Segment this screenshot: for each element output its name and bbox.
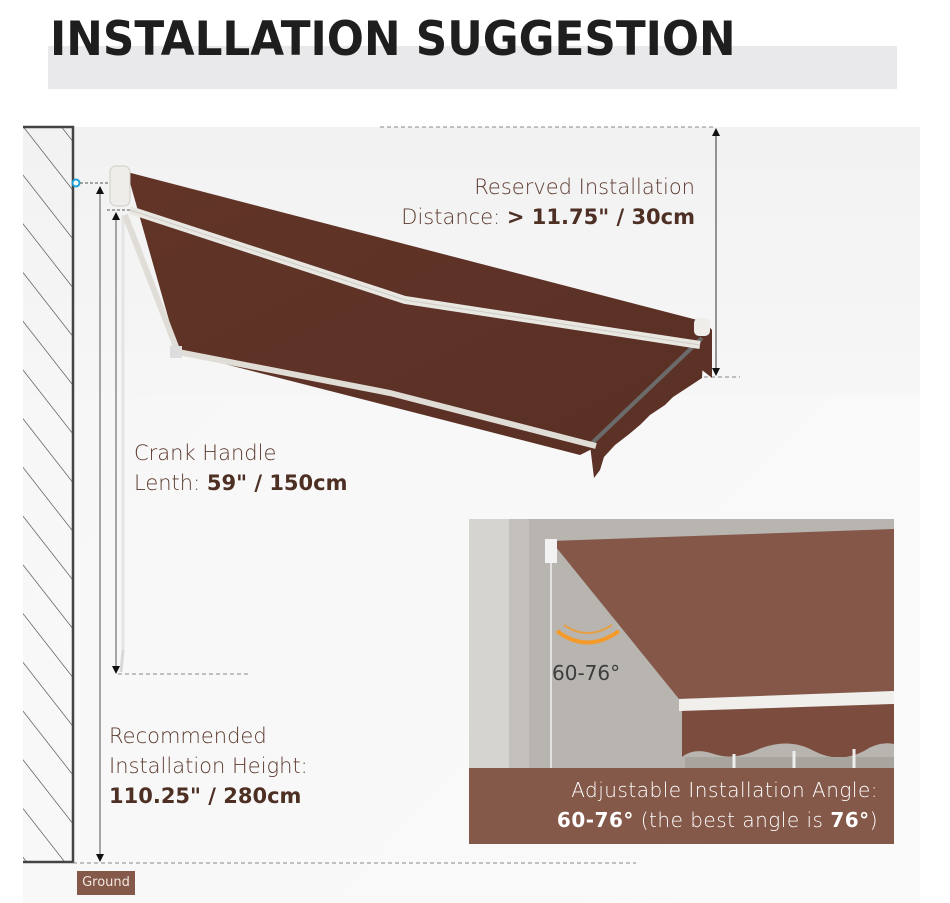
crank-handle-label: Crank Handle Lenth: 59" / 150cm xyxy=(134,438,347,498)
inset-caption: Adjustable Installation Angle: 60-76° (t… xyxy=(469,768,894,844)
recommended-line1: Recommended xyxy=(109,724,267,748)
angle-badge: 60-76° xyxy=(552,661,621,685)
recommended-line2: Installation Height: xyxy=(109,754,308,778)
hatched-wall-icon xyxy=(23,125,75,864)
page-title: INSTALLATION SUGGESTION xyxy=(50,12,736,67)
crank-line1: Crank Handle xyxy=(134,441,277,465)
recommended-value: 110.25" / 280cm xyxy=(109,784,302,808)
reserved-distance-label: Reserved Installation Distance: > 11.75"… xyxy=(401,172,695,232)
awning-illustration xyxy=(109,165,712,478)
angle-arc-icon xyxy=(555,624,621,645)
crank-line2: Lenth: 59" / 150cm xyxy=(134,468,347,498)
reserved-line1: Reserved Installation xyxy=(474,175,695,199)
crank-prefix: Lenth: xyxy=(134,471,207,495)
reserved-line2: Distance: > 11.75" / 30cm xyxy=(401,202,695,232)
caption-line2: 60-76° (the best angle is 76°) xyxy=(469,805,878,835)
caption-best: 76° xyxy=(830,808,870,832)
caption-range: 60-76° xyxy=(556,808,634,832)
caption-middle: (the best angle is xyxy=(633,808,831,832)
recommended-height-label: Recommended Installation Height: 110.25"… xyxy=(109,721,308,811)
crank-value: 59" / 150cm xyxy=(206,471,348,495)
caption-line1: Adjustable Installation Angle: xyxy=(571,778,878,802)
reserved-prefix: Distance: xyxy=(401,205,507,229)
reserved-value: > 11.75" / 30cm xyxy=(506,205,695,229)
ground-label: Ground xyxy=(77,871,135,895)
title-band xyxy=(48,46,897,89)
caption-end: ) xyxy=(869,808,878,832)
angle-inset-photo: 60-76° Adjustable Installation Angle: 60… xyxy=(469,519,894,844)
mount-point-marker-icon xyxy=(71,178,81,188)
